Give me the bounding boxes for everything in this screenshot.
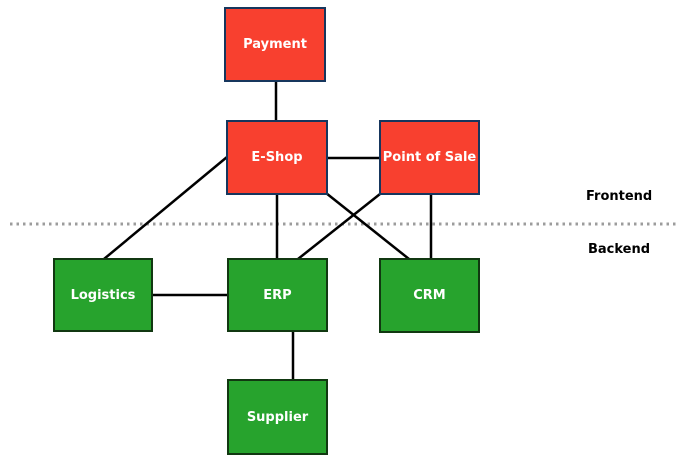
node-crm[interactable]: CRM <box>379 258 480 333</box>
node-label: ERP <box>263 287 292 303</box>
node-label: CRM <box>413 288 446 303</box>
node-label: E-Shop <box>251 150 303 165</box>
node-erp[interactable]: ERP <box>227 258 328 332</box>
node-supplier[interactable]: Supplier <box>227 379 328 455</box>
node-payment[interactable]: Payment <box>224 7 326 82</box>
edge-eshop-crm[interactable] <box>325 192 410 260</box>
node-eshop[interactable]: E-Shop <box>226 120 328 195</box>
node-pos[interactable]: Point of Sale <box>379 120 480 195</box>
edge-eshop-logistics[interactable] <box>103 156 228 260</box>
node-logistics[interactable]: Logistics <box>53 258 153 332</box>
node-label: Logistics <box>70 287 136 303</box>
edge-pos-erp[interactable] <box>297 193 381 260</box>
node-label: Point of Sale <box>382 150 477 165</box>
node-label: Supplier <box>246 409 309 425</box>
node-label: Payment <box>243 37 307 52</box>
